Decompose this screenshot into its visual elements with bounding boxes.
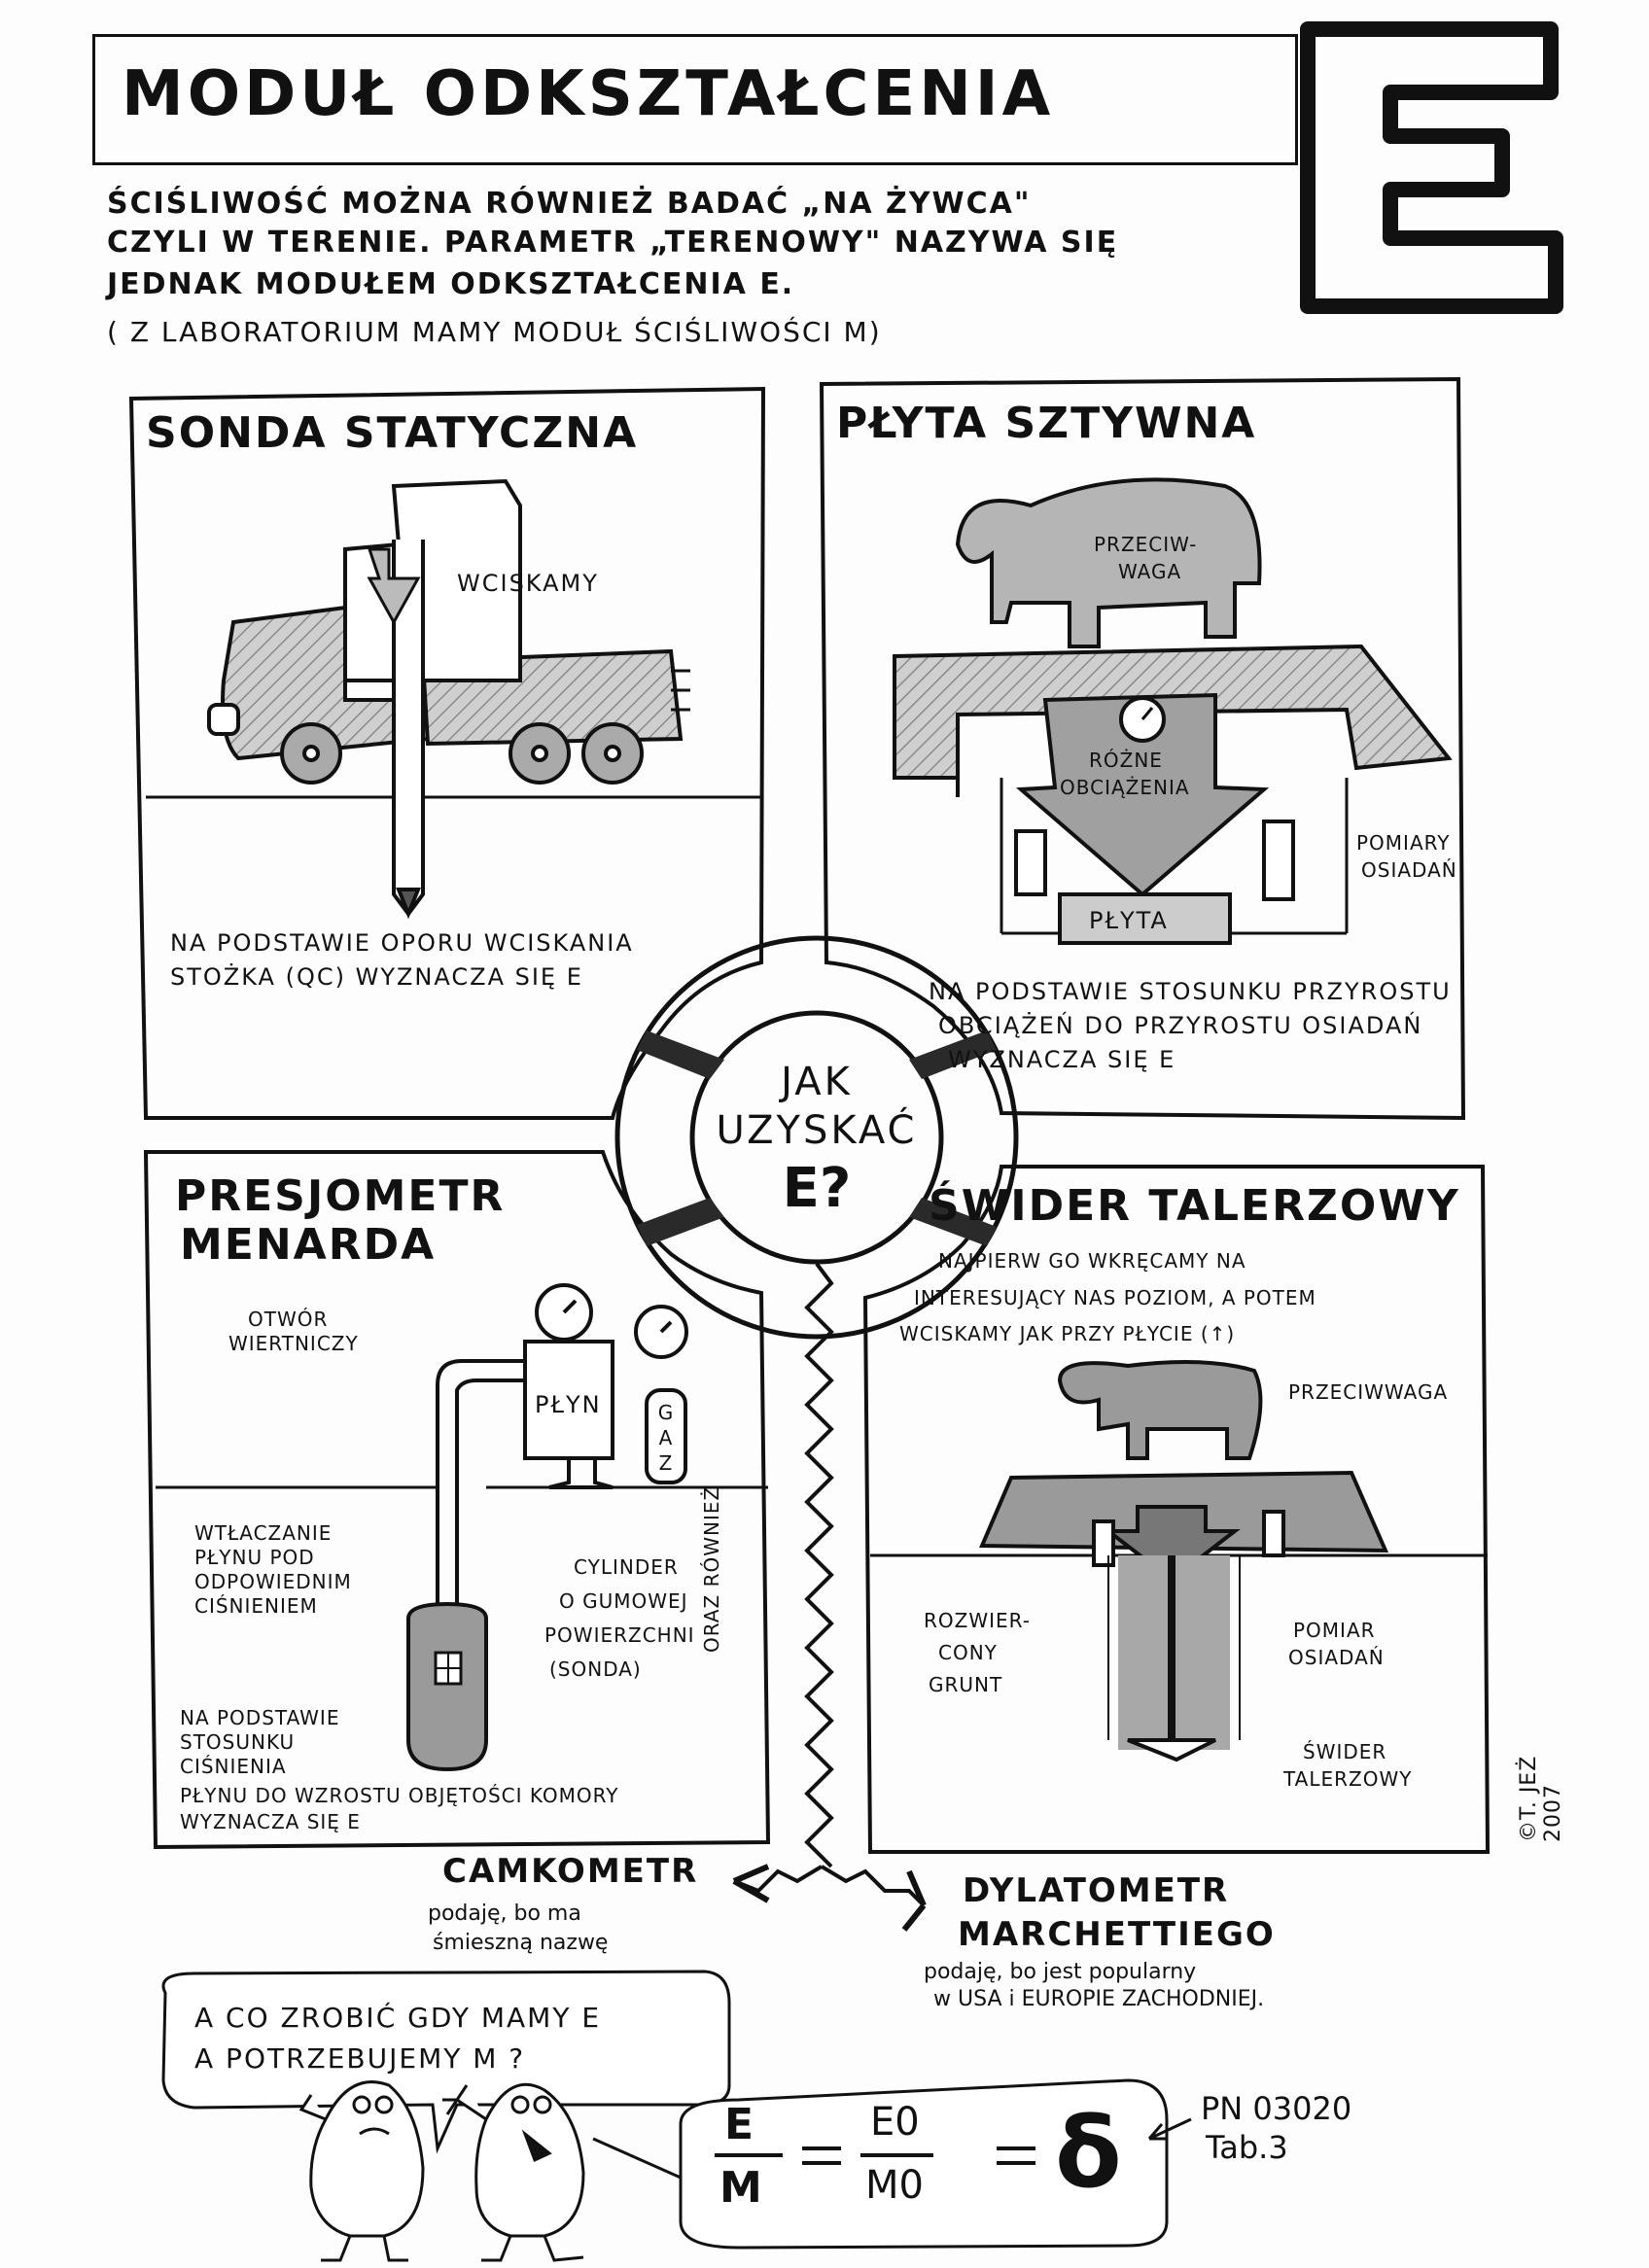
presjometr-caption-4: płynu do wzrostu objętości komory [180, 1784, 619, 1807]
panel-title-sonda: Sonda statyczna [146, 408, 639, 458]
standard-reference-2: Tab.3 [1206, 2129, 1288, 2166]
intro-line-4: ( z laboratorium mamy moduł ściśliwości … [107, 316, 882, 348]
dylatometr-note-1: podaję, bo jest popularny [924, 1960, 1197, 1984]
formula-bubble [592, 2078, 1192, 2250]
sonda-caption-2: stożka (qc) wyznacza się E [170, 963, 583, 991]
formula-numerator-1: E [724, 2100, 754, 2149]
label-cylinder-1: CYLINDER [574, 1555, 679, 1579]
frame-sonda [128, 386, 766, 1120]
presjometr-caption-2: stosunku [180, 1730, 296, 1754]
label-soil-3: GRUNT [929, 1673, 1003, 1696]
bubble-line-1: A co zrobić gdy mamy E [194, 2002, 602, 2034]
label-push: WCISKAMY [457, 570, 599, 597]
formula-numerator-2: E0 [870, 2100, 920, 2145]
dylatometr-note-2: w USA i EUROPIE ZACHODNIEJ. [933, 1987, 1265, 2011]
label-auger-1: ŚWIDER [1303, 1740, 1387, 1763]
center-question-line-1: JAK [781, 1060, 853, 1104]
method-camkometr: CAMKOMETR [442, 1852, 699, 1891]
label-cylinder-3: POWIERZCHNI [544, 1623, 695, 1647]
intro-line-2: czyli w terenie. Parametr „terenowy" naz… [107, 226, 1119, 260]
camkometr-note-1: podaję, bo ma [428, 1902, 581, 1926]
panel-title-presjometr-1: Presjometr [175, 1171, 506, 1221]
panel-frames [128, 376, 1491, 1854]
page-title: Moduł odkształcenia [122, 58, 1055, 130]
swider-text-1: Najpierw go wkręcamy na [938, 1249, 1246, 1273]
plyta-caption-2: obciążeń do przyrostu osiadań [938, 1012, 1423, 1039]
panel-title-swider: Świder talerzowy [929, 1181, 1460, 1231]
label-inject-1: WTŁACZANIE [194, 1521, 333, 1545]
title-frame [92, 34, 1298, 165]
label-auger-2: TALERZOWY [1283, 1767, 1413, 1791]
presjometr-caption-5: wyznacza się E [180, 1810, 361, 1833]
center-question-line-3: E? [782, 1157, 852, 1220]
formula-denominator-2: M0 [865, 2163, 924, 2208]
label-cylinder-4: (SONDA) [549, 1657, 642, 1681]
swider-text-3: wciskamy jak przy płycie (↑) [899, 1322, 1236, 1345]
frame-presjometr [143, 1150, 771, 1850]
center-question-line-2: UZYSKAĆ [716, 1108, 918, 1153]
label-cylinder-2: O GUMOWEJ [559, 1589, 688, 1613]
creatures-drawing [298, 2080, 585, 2262]
also-vertical-label: ORAZ RÓWNIEŻ [700, 1485, 723, 1653]
label-inject-4: CIŚNIENIEM [194, 1594, 318, 1618]
label-soil-1: ROZWIER- [924, 1609, 1031, 1632]
standard-reference-1: PN 03020 [1201, 2090, 1352, 2127]
formula-denominator-1: M [719, 2163, 762, 2213]
label-gas: GAZ [657, 1401, 675, 1475]
label-loads-2: OBCIĄŻENIA [1060, 776, 1190, 799]
intro-line-1: Ściśliwość można również badać „na żywca… [107, 187, 1032, 221]
intro-line-3: jednak modułem odkształcenia E. [107, 267, 795, 301]
bubble-line-2: a potrzebujemy M ? [194, 2042, 526, 2075]
big-e-logo [1300, 21, 1563, 314]
plate-auger-drawing [870, 1360, 1488, 1762]
label-plate: PŁYTA [1089, 907, 1169, 934]
method-dylatometr-1: DYLATOMETR [963, 1871, 1230, 1910]
pressuremeter-drawing [156, 1283, 768, 1772]
label-settlement-2: OSIADAŃ [1288, 1646, 1385, 1669]
label-loads-1: RÓŻNE [1089, 749, 1163, 772]
presjometr-caption-3: ciśnienia [180, 1755, 287, 1778]
label-counterweight-swider: PRZECIWWAGA [1288, 1380, 1449, 1404]
panel-title-plyta: Płyta sztywna [836, 399, 1257, 448]
plyta-caption-1: Na podstawie stosunku przyrostu [929, 978, 1452, 1005]
formula-delta: δ [1055, 2096, 1122, 2210]
frame-swider [862, 1165, 1491, 1854]
label-measure-1: POMIARY [1356, 831, 1451, 855]
presjometr-caption-1: Na podstawie [180, 1706, 340, 1729]
method-dylatometr-2: MARCHETTIEGO [958, 1915, 1276, 1954]
plate-load-test-drawing [893, 477, 1453, 945]
panel-title-presjometr-2: Menarda [180, 1220, 437, 1270]
label-hole-1: OTWÓR [248, 1308, 329, 1331]
signature: ©T. JEŻ 2007 [1517, 1755, 1565, 1842]
truck-drawing [146, 478, 763, 920]
swider-text-2: interesujący nas poziom, a potem [914, 1286, 1316, 1309]
squiggle-connector [732, 1262, 927, 1932]
sonda-caption-1: Na podstawie oporu wciskania [170, 929, 634, 957]
frame-plyta [819, 376, 1466, 1121]
label-fluid: PŁYN [535, 1391, 602, 1418]
label-counterweight-1: PRZECIW- [1094, 533, 1198, 556]
label-inject-2: PŁYNU POD [194, 1546, 315, 1569]
lifebuoy-icon [614, 935, 1019, 1340]
label-inject-3: ODPOWIEDNIM [194, 1570, 352, 1593]
label-settlement-1: POMIAR [1293, 1619, 1376, 1642]
label-hole-2: WIERTNICZY [228, 1332, 359, 1355]
plyta-caption-3: wyznacza się E [948, 1046, 1176, 1073]
camkometr-note-2: śmieszną nazwę [433, 1931, 609, 1955]
label-measure-2: OSIADAŃ [1361, 858, 1457, 882]
label-soil-2: CONY [938, 1641, 998, 1664]
label-counterweight-2: WAGA [1118, 560, 1182, 583]
